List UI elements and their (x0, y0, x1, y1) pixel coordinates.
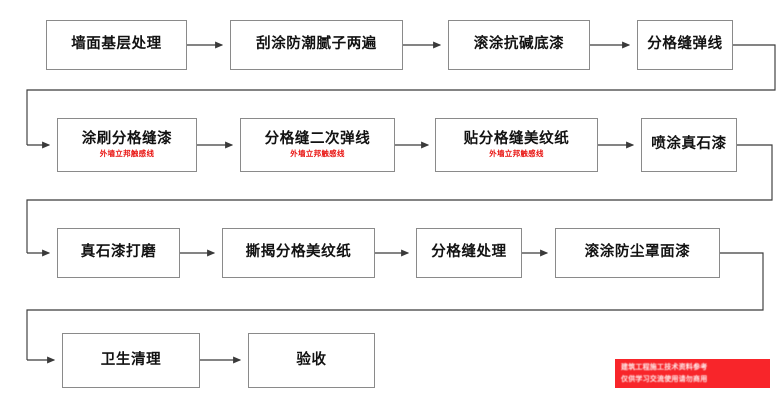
flow-node-sublabel: 外墙立邦触感线 (290, 148, 345, 158)
flow-node-label: 撕揭分格美纹纸 (245, 244, 352, 261)
flow-node-label: 分格缝弹线 (647, 36, 723, 53)
flow-node-label: 喷涂真石漆 (651, 136, 727, 153)
flow-node-label: 滚涂抗碱底漆 (473, 36, 565, 53)
flow-node-spray-stone-paint[interactable]: 喷涂真石漆 (641, 118, 737, 172)
flow-node-remove-masking-tape[interactable]: 撕揭分格美纹纸 (222, 228, 375, 278)
flow-node-apply-masking-tape[interactable]: 贴分格缝美纹纸 外墙立邦触感线 (435, 118, 598, 172)
flow-node-alkali-resistant-primer[interactable]: 滚涂抗碱底漆 (448, 20, 590, 70)
flow-node-label: 贴分格缝美纹纸 (463, 131, 570, 148)
flow-node-label: 分格缝二次弹线 (264, 131, 371, 148)
flow-node-stone-paint-sanding[interactable]: 真石漆打磨 (57, 228, 180, 278)
flow-node-joint-paint-coating[interactable]: 涂刷分格缝漆 外墙立邦触感线 (57, 118, 197, 172)
flow-node-sublabel: 外墙立邦触感线 (99, 148, 155, 158)
flow-node-wall-base-treatment[interactable]: 墙面基层处理 (46, 20, 187, 70)
flow-node-joint-line-marking[interactable]: 分格缝弹线 (637, 20, 733, 70)
flow-node-label: 滚涂防尘罩面漆 (584, 244, 691, 261)
flow-node-label: 真石漆打磨 (80, 244, 157, 261)
flow-node-label: 刮涂防潮腻子两遍 (256, 36, 377, 53)
flow-node-sublabel: 外墙立邦触感线 (489, 148, 544, 158)
watermark-line-1: 建筑工程施工技术资料参考 (621, 364, 708, 372)
flow-node-acceptance-inspection[interactable]: 验收 (248, 333, 375, 388)
flow-node-label: 卫生清理 (100, 351, 162, 368)
flow-node-dustproof-topcoat[interactable]: 滚涂防尘罩面漆 (555, 228, 720, 278)
watermark-banner: 建筑工程施工技术资料参考 仅供学习交流使用请勿商用 (615, 359, 770, 388)
flow-node-joint-second-marking[interactable]: 分格缝二次弹线 外墙立邦触感线 (240, 118, 395, 172)
flow-node-site-cleanup[interactable]: 卫生清理 (62, 333, 200, 388)
flow-node-label: 验收 (296, 351, 327, 368)
flow-node-joint-finishing[interactable]: 分格缝处理 (416, 228, 522, 278)
flow-node-label: 墙面基层处理 (71, 36, 162, 53)
watermark-line-2: 仅供学习交流使用请勿商用 (621, 375, 708, 383)
flow-node-moisture-putty[interactable]: 刮涂防潮腻子两遍 (230, 20, 403, 70)
flow-node-label: 分格缝处理 (431, 244, 507, 261)
flow-node-label: 涂刷分格缝漆 (81, 131, 173, 148)
